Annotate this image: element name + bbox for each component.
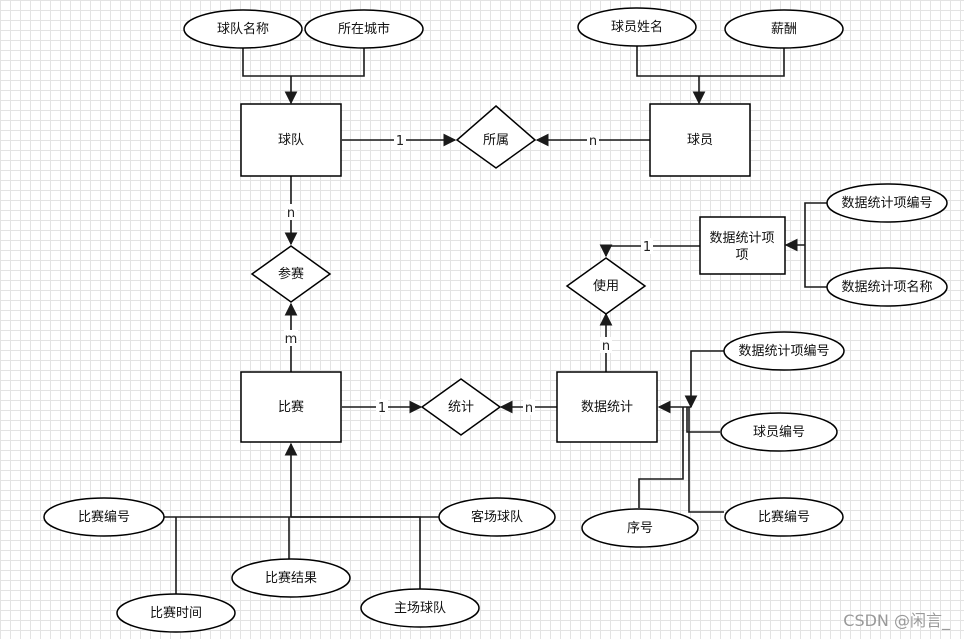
attribute-stats-player-id-label: 球员编号 <box>753 425 805 440</box>
connector-statitem-id <box>804 202 827 288</box>
attribute-match-id[interactable]: 比赛编号 <box>43 497 165 537</box>
cardinality-stats-uses: n <box>602 339 610 354</box>
entity-stat-item-label: 数据统计项 <box>709 231 774 246</box>
attribute-team-name-label: 球队名称 <box>217 21 269 37</box>
cardinality-team-belongs: 1 <box>396 134 404 149</box>
attribute-match-away-label: 客场球队 <box>471 509 523 525</box>
cardinality-stats-statistic: n <box>525 401 533 416</box>
attribute-stat-item-name[interactable]: 数据统计项名称 <box>826 267 948 307</box>
attribute-team-name[interactable]: 球队名称 <box>183 9 303 49</box>
relationship-statistic[interactable]: 统计 <box>420 378 502 436</box>
attribute-player-salary-label: 薪酬 <box>771 22 797 37</box>
attribute-match-home[interactable]: 主场球队 <box>360 588 480 628</box>
connector-stats-itemid <box>684 350 724 409</box>
connector-stats-seq <box>638 407 684 508</box>
attribute-stats-player-id[interactable]: 球员编号 <box>720 412 838 452</box>
relationship-belongs-label: 所属 <box>483 133 509 148</box>
attribute-stats-match-id-label: 比赛编号 <box>758 509 810 525</box>
relationship-uses[interactable]: 使用 <box>565 257 647 315</box>
watermark: CSDN @闲言_ <box>843 611 950 630</box>
connector-player-salary <box>699 48 785 77</box>
connectors <box>164 46 827 595</box>
cardinality-team-participates: n <box>287 206 295 221</box>
attribute-match-result-label: 比赛结果 <box>265 570 317 586</box>
connector-team-city <box>291 48 365 77</box>
entity-stat-item-label-tail: 项 <box>735 248 748 263</box>
entity-team-label: 球队 <box>278 133 304 148</box>
attribute-stat-item-id-label: 数据统计项编号 <box>841 196 932 211</box>
attribute-match-time[interactable]: 比赛时间 <box>116 593 236 633</box>
cardinalities: 1 n n m 1 n 1 n <box>284 132 653 416</box>
attribute-match-away[interactable]: 客场球队 <box>438 497 556 537</box>
connector-stats-playerid <box>686 407 720 433</box>
attribute-player-salary[interactable]: 薪酬 <box>724 9 844 49</box>
cardinality-player-belongs: n <box>589 134 597 149</box>
cardinality-statitem-uses: 1 <box>643 240 651 255</box>
entity-stats[interactable]: 数据统计 <box>556 371 658 443</box>
attribute-player-name-label: 球员姓名 <box>611 19 663 35</box>
attribute-stats-item-id-label: 数据统计项编号 <box>738 344 829 359</box>
attribute-stats-seq-label: 序号 <box>627 521 653 536</box>
entity-match[interactable]: 比赛 <box>240 371 342 443</box>
entity-team[interactable]: 球队 <box>240 103 342 177</box>
relationship-participates[interactable]: 参赛 <box>250 245 332 303</box>
attribute-stats-seq[interactable]: 序号 <box>581 508 699 548</box>
entity-stat-item[interactable]: 数据统计项 项 <box>699 216 786 275</box>
connector-statitem-uses <box>599 244 700 258</box>
attribute-team-city-label: 所在城市 <box>338 21 390 37</box>
attribute-stat-item-id[interactable]: 数据统计项编号 <box>826 183 948 223</box>
connector-team-name <box>242 48 291 77</box>
attribute-match-time-label: 比赛时间 <box>150 605 202 621</box>
attribute-match-id-label: 比赛编号 <box>78 509 130 525</box>
entity-stats-label: 数据统计 <box>581 400 633 415</box>
relationship-belongs[interactable]: 所属 <box>455 105 537 169</box>
attribute-stat-item-name-label: 数据统计项名称 <box>841 279 932 295</box>
entity-player-label: 球员 <box>687 133 713 148</box>
cardinality-match-participates: m <box>285 332 298 347</box>
attribute-stats-item-id[interactable]: 数据统计项编号 <box>723 331 845 371</box>
relationship-participates-label: 参赛 <box>278 266 304 282</box>
entity-match-label: 比赛 <box>278 399 304 415</box>
attribute-team-city[interactable]: 所在城市 <box>304 9 424 49</box>
cardinality-match-statistic: 1 <box>378 401 386 416</box>
connector-stats-matchid <box>688 407 724 513</box>
relationship-statistic-label: 统计 <box>448 400 474 415</box>
connector-player-name <box>636 46 699 77</box>
attribute-match-result[interactable]: 比赛结果 <box>231 558 351 598</box>
attribute-player-name[interactable]: 球员姓名 <box>577 7 697 47</box>
relationship-uses-label: 使用 <box>593 278 619 294</box>
attribute-stats-match-id[interactable]: 比赛编号 <box>724 497 844 537</box>
attribute-match-home-label: 主场球队 <box>394 601 446 616</box>
entity-player[interactable]: 球员 <box>649 103 751 177</box>
